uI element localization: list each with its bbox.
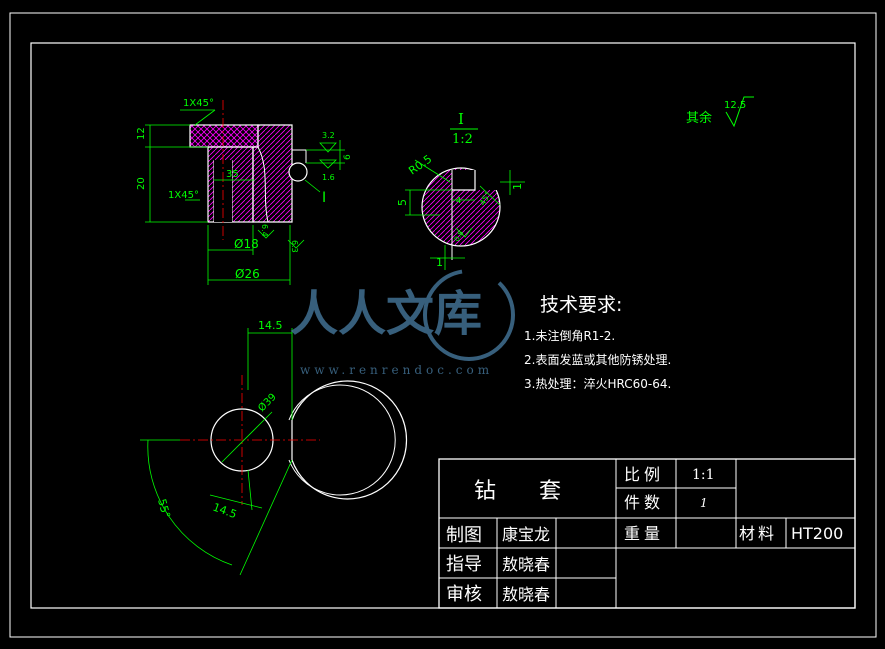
top-view: 14.5 14.5 Ø39 55° bbox=[140, 319, 408, 576]
detail-scale: 1:2 bbox=[452, 132, 473, 147]
chamfer-mid-label: 1X45° bbox=[168, 190, 199, 201]
detail-dim-1-bottom: 1 bbox=[436, 256, 443, 269]
title-block bbox=[438, 458, 856, 609]
bottom-dim-14-5: 14.5 bbox=[211, 501, 238, 522]
dim-6: 6 bbox=[343, 154, 353, 160]
watermark-url: www.renrendoc.com bbox=[300, 363, 493, 377]
rest-value: 12.5 bbox=[724, 100, 746, 111]
main-section-view: 1X45° 1X45° 12 20 35 Ø18 Ø26 3.2 1.6 6.4… bbox=[136, 98, 353, 285]
drawn-name: 康宝龙 bbox=[502, 525, 550, 544]
detail-label: I bbox=[458, 110, 464, 128]
requirement-item: 3.热处理：淬火HRC60-64. bbox=[524, 376, 671, 391]
guide-name: 敖晓春 bbox=[502, 555, 550, 574]
roughness-3-2: 3.2 bbox=[322, 131, 335, 140]
dim-20: 20 bbox=[136, 177, 147, 190]
review-name: 敖晓春 bbox=[502, 585, 550, 604]
watermark: 人人文库 www.renrendoc.com bbox=[290, 269, 515, 377]
count-label: 件数 bbox=[624, 493, 664, 512]
angle-55: 55° bbox=[155, 497, 173, 519]
surface-roughness-note: 其余 12.5 bbox=[686, 96, 754, 128]
technical-requirements: 技术要求: 1.未注倒角R1-2. 2.表面发蓝或其他防锈处理. 3.热处理：淬… bbox=[524, 294, 671, 391]
roughness-6-3: 6.3 bbox=[290, 240, 299, 253]
watermark-logo: 人人文库 bbox=[290, 286, 482, 342]
requirement-item: 1.未注倒角R1-2. bbox=[524, 328, 615, 343]
rest-label: 其余 bbox=[686, 110, 712, 126]
scale-value: 1:1 bbox=[692, 467, 715, 483]
material-label: 材料 bbox=[739, 524, 777, 543]
requirement-item: 2.表面发蓝或其他防锈处理. bbox=[524, 352, 671, 367]
detail-dim-1-right: 1 bbox=[511, 183, 524, 190]
detail-view: I 1:2 R0.5 5 4 1 1 45° 0.8 bbox=[396, 110, 525, 270]
dia-39: Ø39 bbox=[256, 391, 279, 414]
detail-radius: R0.5 bbox=[406, 152, 434, 177]
outer-frame bbox=[9, 12, 877, 638]
part-name: 钻 套 bbox=[474, 479, 579, 504]
title-block-text: 钻 套 比例 1:1 件数 1 重量 材料 HT200 制图 康宝龙 指导 敖晓… bbox=[446, 465, 843, 605]
requirements-title: 技术要求: bbox=[540, 294, 622, 316]
roughness-6-4: 6.4 bbox=[260, 224, 269, 237]
dia-18: Ø18 bbox=[234, 237, 259, 251]
top-dim-14-5: 14.5 bbox=[258, 319, 283, 332]
detail-dim-5: 5 bbox=[396, 199, 409, 206]
chamfer-top-label: 1X45° bbox=[183, 98, 214, 109]
dia-26: Ø26 bbox=[235, 267, 260, 281]
review-label: 审核 bbox=[446, 584, 482, 605]
dim-35: 35 bbox=[226, 169, 239, 180]
scale-label: 比例 bbox=[624, 465, 664, 484]
weight-label: 重量 bbox=[624, 524, 664, 543]
detail-dim-4: 4 bbox=[456, 196, 461, 205]
section-mark: I bbox=[322, 190, 326, 206]
dim-12: 12 bbox=[136, 127, 147, 140]
guide-label: 指导 bbox=[446, 554, 482, 575]
count-value: 1 bbox=[700, 496, 708, 510]
drawn-label: 制图 bbox=[446, 525, 482, 546]
roughness-1-6: 1.6 bbox=[322, 173, 335, 182]
material-value: HT200 bbox=[791, 524, 843, 543]
